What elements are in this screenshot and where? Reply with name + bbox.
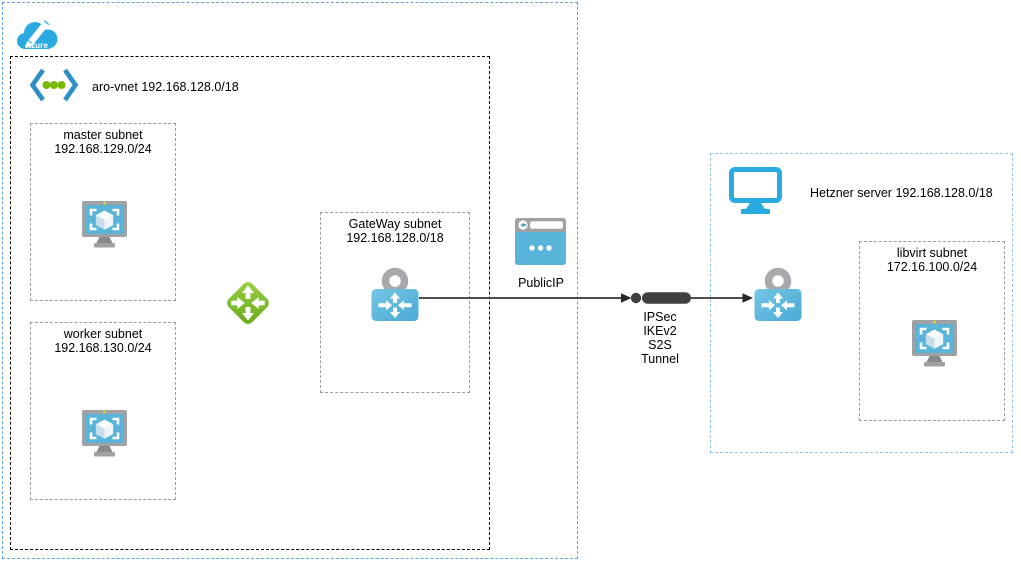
hetzner-server-label: Hetzner server 192.168.128.0/18 [810, 186, 993, 200]
tunnel-label-ipsec: IPSec [643, 310, 677, 324]
public-ip-icon [515, 218, 566, 265]
hetzner-vpn-gateway-icon [754, 267, 802, 322]
router-icon [224, 277, 272, 330]
azure-pencil-icon [24, 18, 51, 49]
tunnel-endpoint-dot [630, 292, 642, 304]
libvirt-subnet-name: libvirt subnet [896, 246, 968, 260]
worker-subnet-name: worker subnet [63, 327, 143, 341]
public-ip-label: PublicIP [518, 276, 564, 290]
tunnel-label-tunnel: Tunnel [641, 352, 679, 366]
master-vm-icon [81, 199, 128, 249]
worker-subnet-cidr: 192.168.130.0/24 [54, 341, 152, 355]
azure-logo-label: Azure [25, 41, 48, 50]
tunnel-pipe [642, 292, 691, 304]
tunnel-label: IPSec IKEv2 S2S Tunnel [612, 310, 708, 366]
tunnel-label-ikev2: IKEv2 [643, 324, 677, 338]
worker-vm-icon [81, 408, 128, 458]
arrowhead-left [621, 293, 632, 303]
gateway-subnet-box: GateWay subnet 192.168.128.0/18 [320, 212, 470, 393]
vpn-gateway-icon [371, 267, 419, 322]
master-subnet-box: master subnet 192.168.129.0/24 [30, 123, 176, 301]
azure-region-box [2, 2, 578, 559]
virtual-network-icon [28, 66, 80, 104]
libvirt-subnet-box: libvirt subnet 172.16.100.0/24 [859, 241, 1005, 421]
gateway-subnet-name: GateWay subnet [348, 217, 442, 231]
master-subnet-cidr: 192.168.129.0/24 [54, 142, 152, 156]
hetzner-server-box [710, 153, 1013, 453]
azure-cloud-logo-icon: Azure [17, 18, 58, 50]
master-subnet-name: master subnet [63, 128, 143, 142]
libvirt-vm-icon [911, 318, 958, 368]
libvirt-subnet-cidr: 172.16.100.0/24 [886, 260, 978, 274]
worker-subnet-box: worker subnet 192.168.130.0/24 [30, 322, 176, 500]
tunnel-label-s2s: S2S [648, 338, 672, 352]
hetzner-monitor-icon [729, 167, 782, 214]
gateway-subnet-cidr: 192.168.128.0/18 [346, 231, 444, 245]
aro-vnet-label: aro-vnet 192.168.128.0/18 [92, 80, 239, 94]
aro-vnet-box [10, 56, 490, 550]
